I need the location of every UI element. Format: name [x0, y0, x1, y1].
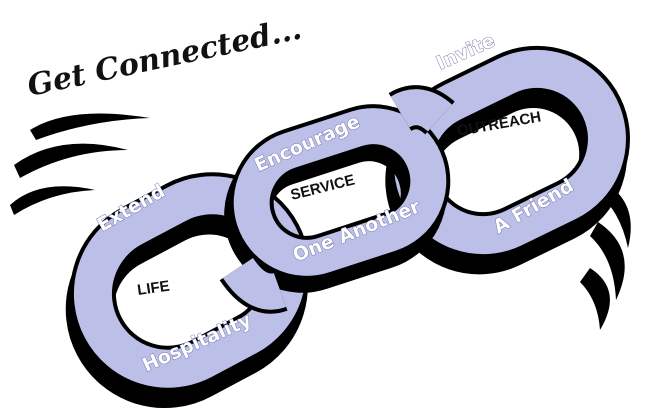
motion-line-right-2	[590, 222, 625, 300]
interlock-patch-left-fill	[223, 257, 287, 310]
center-life: LIFE	[136, 278, 171, 299]
motion-line-right-3	[580, 268, 610, 330]
diagram-title: Get Connected...	[24, 12, 304, 104]
link-service-body	[233, 108, 447, 276]
motion-line-left-3	[10, 186, 95, 215]
motion-lines	[10, 113, 631, 330]
motion-line-left-1	[30, 113, 150, 140]
link-service	[224, 104, 451, 293]
motion-line-left-2	[14, 143, 128, 178]
interlock-patch-right-fill	[390, 89, 453, 132]
link-life	[65, 172, 311, 409]
link-interlock-patches	[219, 85, 455, 314]
chain	[65, 45, 630, 409]
